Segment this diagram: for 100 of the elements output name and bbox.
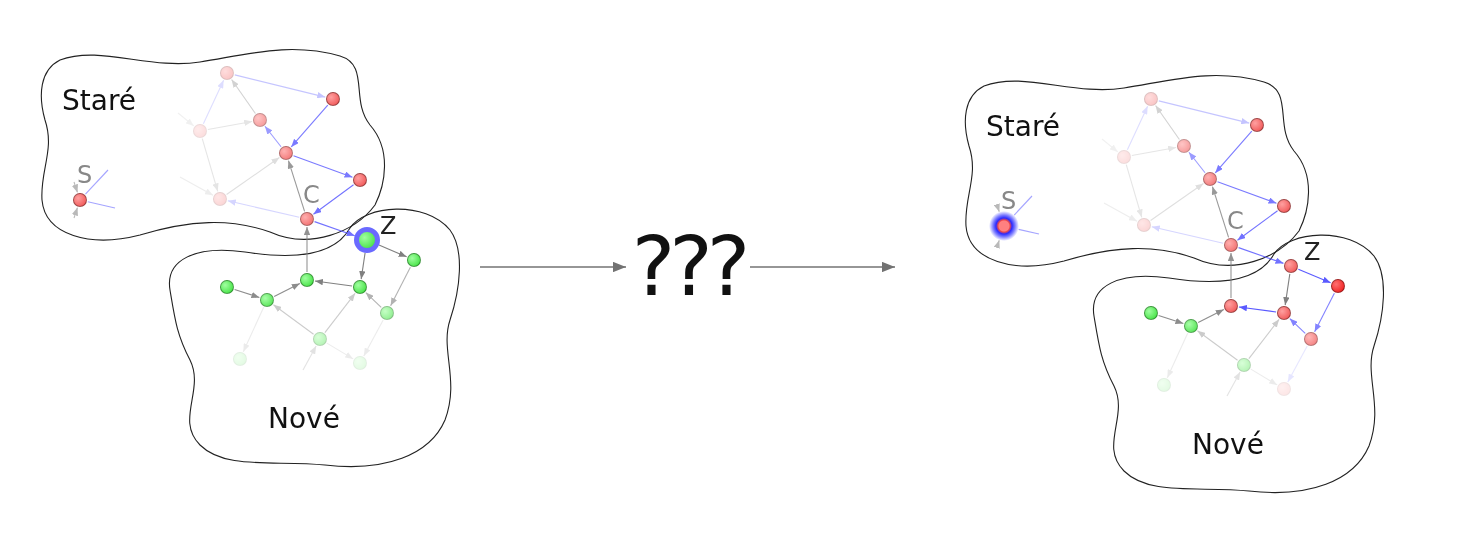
graph-edge	[1150, 183, 1204, 221]
graph-edge	[202, 79, 225, 125]
graph-node-dot	[193, 124, 207, 138]
graph-node-dot	[1137, 218, 1151, 232]
graph-edge	[326, 342, 354, 360]
graph-node-dot	[213, 192, 227, 206]
graph-node-dot	[260, 293, 274, 307]
graph-edge	[312, 184, 355, 215]
graph-node-dot	[1144, 306, 1158, 320]
graph-node-dot	[1250, 118, 1264, 132]
graph-edge	[359, 252, 366, 280]
graph-edge	[1151, 225, 1224, 244]
graph-edge	[1013, 195, 1033, 216]
graph-node-dot	[1224, 299, 1238, 313]
graph-edge	[226, 157, 280, 195]
graph-edge	[1158, 314, 1184, 325]
graph-edge	[1126, 105, 1149, 151]
graph-edge	[1248, 318, 1280, 360]
graph-edge	[234, 288, 260, 299]
graph-node-dot	[220, 66, 234, 80]
node-label: S	[77, 163, 93, 187]
graph-edge	[292, 155, 354, 178]
graph-edge	[1287, 345, 1308, 383]
region-label: Staré	[986, 110, 1061, 144]
graph-edge	[272, 304, 315, 335]
graph-edge	[1211, 186, 1230, 238]
graph-edge	[1197, 309, 1225, 323]
graph-edge	[231, 79, 256, 114]
graph-node-dot	[73, 193, 87, 207]
graph-edge	[207, 119, 253, 131]
graph-node-dot	[300, 273, 314, 287]
graph-edge	[1226, 371, 1241, 397]
graph-edge	[179, 176, 214, 196]
graph-node-dot	[1277, 199, 1291, 213]
graph-edge	[363, 319, 384, 357]
graph-node-dot	[253, 113, 267, 127]
graph-edge	[201, 138, 219, 192]
graph-node-dot	[313, 332, 327, 346]
graph-edge	[378, 244, 408, 258]
node-label: S	[1001, 189, 1017, 213]
graph-edge	[1158, 100, 1250, 125]
graph-node-dot	[1184, 319, 1198, 333]
graph-node-dot	[354, 227, 380, 253]
graph-edge	[287, 160, 306, 212]
graph-edge	[1236, 210, 1279, 241]
graph-edge	[234, 74, 326, 99]
region-label: Nové	[1192, 428, 1264, 462]
graph-edge	[1103, 202, 1138, 222]
graph-edge	[290, 104, 329, 148]
graph-edge	[1216, 181, 1278, 204]
graph-node-dot	[1144, 92, 1158, 106]
graph-node-dot	[1157, 378, 1171, 392]
region-label: Staré	[62, 84, 137, 118]
graph-edge	[1289, 318, 1306, 334]
graph-edge	[1018, 228, 1040, 235]
graph-edge	[1227, 252, 1235, 299]
graph-edge	[993, 239, 1000, 249]
region-label: Nové	[268, 402, 340, 436]
graph-node-dot	[1304, 332, 1318, 346]
graph-node-dot	[279, 146, 293, 160]
graph-edge	[87, 201, 116, 209]
graph-edge	[1250, 368, 1278, 386]
graph-edge	[1188, 151, 1206, 174]
graph-node-dot	[220, 280, 234, 294]
graph-edge	[1238, 247, 1284, 264]
graph-edge	[993, 203, 1000, 213]
graph-edge	[390, 266, 411, 307]
graph-node-dot	[1277, 382, 1291, 396]
graph-node-dot	[1117, 150, 1131, 164]
graph-node-dot	[353, 356, 367, 370]
graph-edge	[324, 292, 356, 334]
graph-node-dot	[1203, 172, 1217, 186]
graph-node-dot	[407, 253, 421, 267]
graph-edge	[1196, 330, 1239, 361]
graph-edge	[365, 292, 382, 308]
graph-node-dot	[1277, 306, 1291, 320]
graph-node-dot	[1237, 358, 1251, 372]
graph-node-dot	[1331, 279, 1345, 293]
graph-node-dot	[326, 92, 340, 106]
graph-edge	[1155, 105, 1180, 140]
node-label: C	[303, 183, 320, 207]
graph-edge	[71, 207, 78, 219]
graph-node-dot	[300, 212, 314, 226]
node-label: Z	[380, 214, 397, 238]
graph-node-dot	[989, 211, 1019, 241]
graph-edge	[302, 345, 317, 371]
graph-node-dot	[233, 352, 247, 366]
graph-edge	[1314, 292, 1335, 333]
graph-edge	[84, 169, 109, 195]
graph-node-dot	[1224, 238, 1238, 252]
graph-node-dot	[353, 173, 367, 187]
graph-node-dot	[1177, 139, 1191, 153]
graph-edge	[1297, 268, 1332, 284]
node-label: Z	[1304, 240, 1321, 264]
graph-edge	[314, 278, 353, 287]
graph-edge	[1214, 130, 1253, 174]
graph-edge	[303, 226, 311, 273]
question-text: ???	[631, 226, 745, 308]
graph-edge	[1101, 138, 1119, 153]
graph-edge	[177, 112, 195, 127]
